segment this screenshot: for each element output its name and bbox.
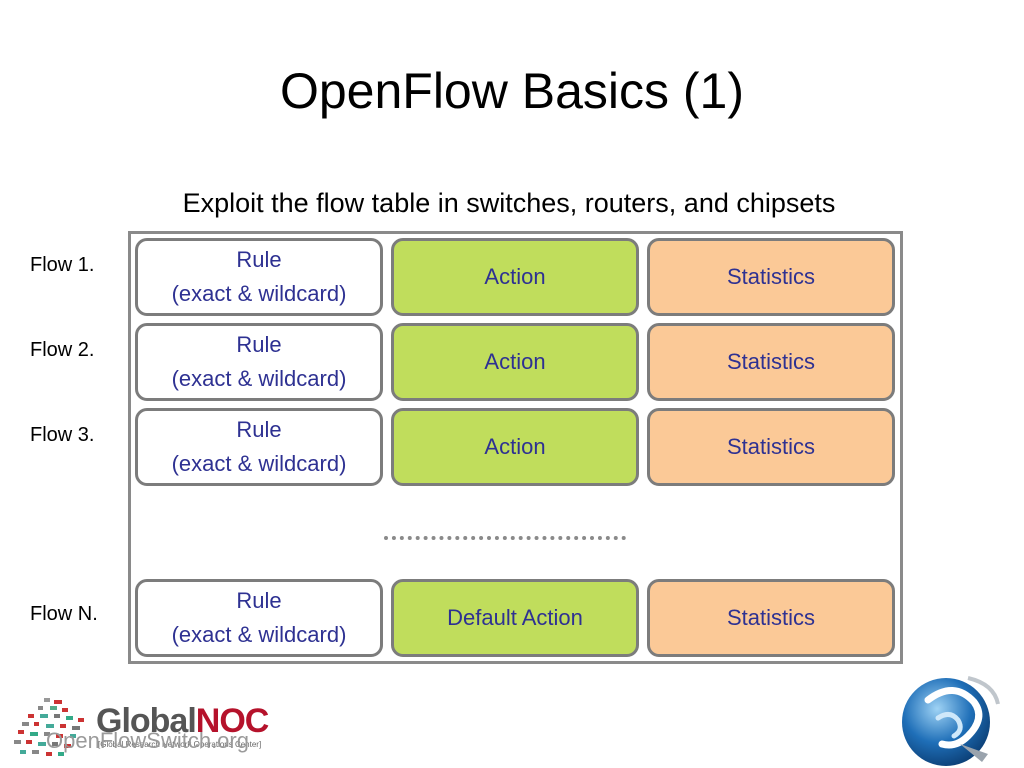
footer-url: OpenFlowSwitch.org xyxy=(46,728,249,753)
action-label: Action xyxy=(484,264,546,289)
rule-title: Rule xyxy=(236,588,282,613)
rule-subtitle: (exact & wildcard) xyxy=(171,366,347,391)
default-action-cell: Default Action xyxy=(391,579,639,657)
rule-subtitle: (exact & wildcard) xyxy=(171,281,347,306)
flow-label-1: Flow 1. xyxy=(30,254,95,276)
rule-title: Rule xyxy=(236,332,282,357)
wordmark-global: Global xyxy=(96,702,197,740)
rule-subtitle: (exact & wildcard) xyxy=(171,622,347,647)
action-cell-3: Action xyxy=(391,408,639,486)
statistics-label: Statistics xyxy=(726,434,816,459)
action-label: Action xyxy=(484,349,546,374)
statistics-cell-n: Statistics xyxy=(647,579,895,657)
statistics-label: Statistics xyxy=(726,605,816,630)
globalnoc-tagline: [Global Research Network Operations Cent… xyxy=(98,740,262,749)
rule-title: Rule xyxy=(236,417,282,442)
slide-title: OpenFlow Basics (1) xyxy=(279,63,745,119)
rule-title: Rule xyxy=(236,247,282,272)
flow-label-3: Flow 3. xyxy=(30,424,95,446)
slide-subtitle: Exploit the flow table in switches, rout… xyxy=(182,188,836,218)
openflow-swirl-logo xyxy=(902,676,1000,766)
rule-cell-1: Rule (exact & wildcard) xyxy=(135,238,383,316)
flow-label-n: Flow N. xyxy=(30,603,98,625)
ellipsis-dotted-line xyxy=(384,536,626,540)
rule-cell-n: Rule (exact & wildcard) xyxy=(135,579,383,657)
statistics-label: Statistics xyxy=(726,349,816,374)
globalnoc-dots-logo xyxy=(14,698,84,756)
rule-cell-2: Rule (exact & wildcard) xyxy=(135,323,383,401)
flow-label-2: Flow 2. xyxy=(30,339,95,361)
statistics-cell-1: Statistics xyxy=(647,238,895,316)
statistics-cell-2: Statistics xyxy=(647,323,895,401)
action-cell-1: Action xyxy=(391,238,639,316)
action-label: Default Action xyxy=(447,605,583,630)
globalnoc-wordmark: GlobalNOC xyxy=(96,702,270,741)
rule-cell-3: Rule (exact & wildcard) xyxy=(135,408,383,486)
statistics-label: Statistics xyxy=(726,264,816,289)
wordmark-noc: NOC xyxy=(195,702,270,740)
action-label: Action xyxy=(484,434,546,459)
action-cell-2: Action xyxy=(391,323,639,401)
rule-subtitle: (exact & wildcard) xyxy=(171,451,347,476)
statistics-cell-3: Statistics xyxy=(647,408,895,486)
